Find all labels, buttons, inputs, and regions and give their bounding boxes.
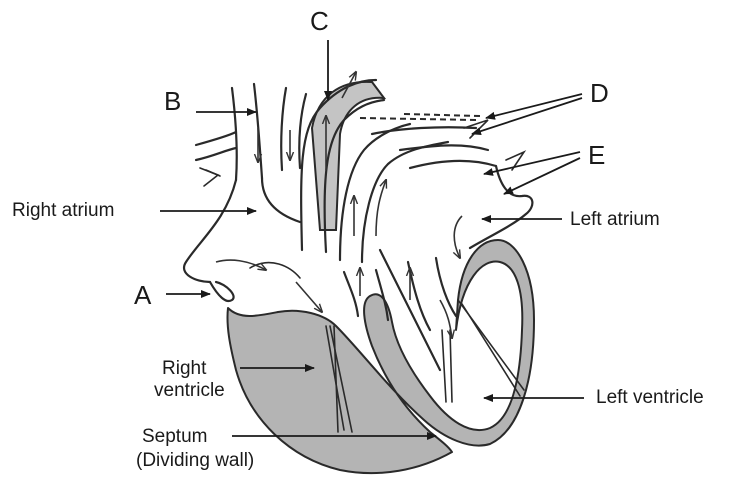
label-C-text: C [310, 6, 329, 36]
septum-text-1: Septum [142, 426, 207, 447]
right-ventricle-text-2: ventricle [154, 380, 225, 401]
label-C: C [310, 6, 329, 100]
left-atrium-wall [470, 166, 532, 248]
septum-text-2: (Dividing wall) [136, 450, 254, 471]
label-B-text: B [164, 86, 181, 116]
left-ventricle-text: Left ventricle [596, 387, 704, 408]
label-B: B [164, 86, 256, 116]
heart-muscle-wall [227, 240, 534, 473]
pulmonary-artery [340, 118, 476, 262]
right-atrium-text: Right atrium [12, 200, 114, 221]
label-E-pointer-1 [484, 152, 580, 174]
aorta [301, 80, 384, 252]
label-D-text: D [590, 78, 609, 108]
left-atrium-text: Left atrium [570, 209, 660, 230]
label-D: D [472, 78, 609, 134]
right-ventricle-text-1: Right [162, 358, 207, 379]
label-E-text: E [588, 140, 605, 170]
superior-vena-cava [232, 84, 306, 180]
label-E-pointer-2 [504, 158, 580, 194]
heart-drawing [184, 72, 534, 473]
right-atrium-wall [184, 180, 236, 282]
label-A-text: A [134, 280, 152, 310]
label-D-pointer-2 [472, 98, 582, 134]
left-branch-vessels [196, 132, 236, 186]
tricuspid-area [210, 263, 300, 301]
label-A: A [134, 280, 210, 310]
